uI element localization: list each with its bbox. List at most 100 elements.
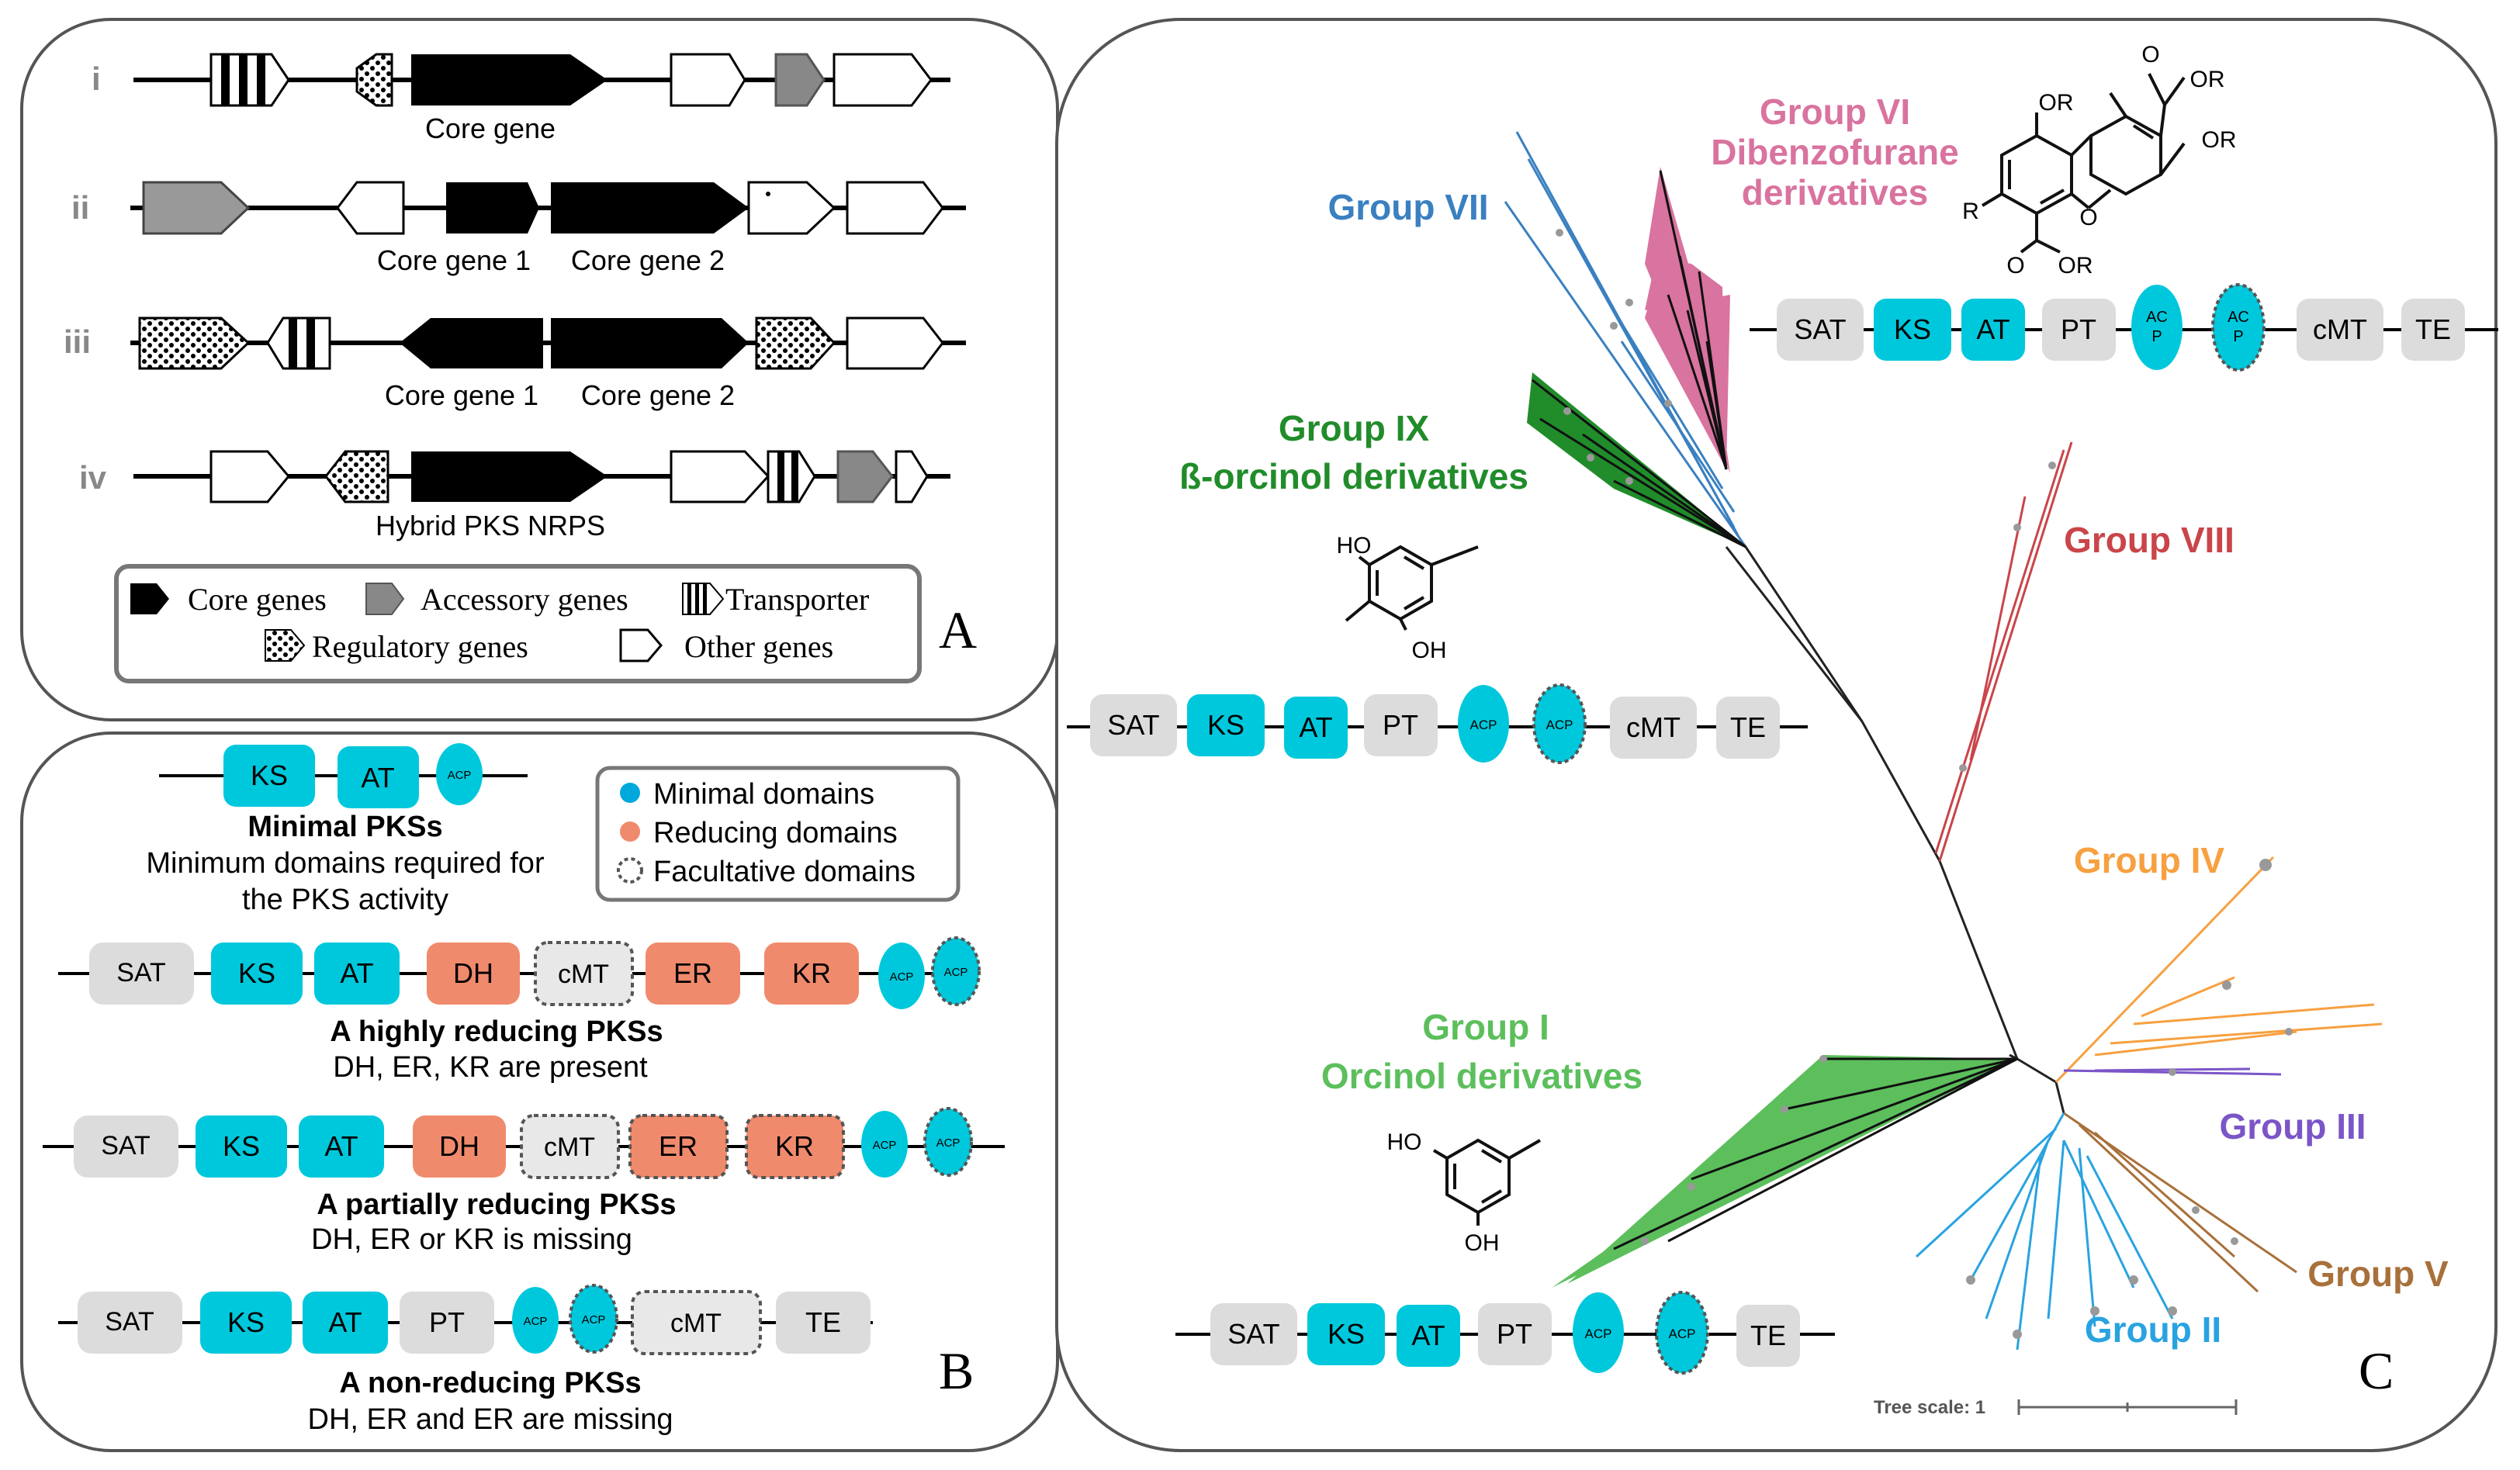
domain-acp: ACP (524, 1315, 548, 1328)
legend-regulatory: Regulatory genes (312, 629, 528, 664)
domain-acp-facultative: ACP (582, 1313, 606, 1326)
domain-cmt: cMT (1626, 711, 1681, 743)
legend-regulatory-swatch (265, 629, 306, 662)
group-viii-label: Group VIII (2064, 520, 2234, 560)
hybrid-label: Hybrid PKS NRPS (376, 510, 605, 541)
clade-group-ii (1915, 1112, 2177, 1351)
clade-group-i (1552, 1055, 2018, 1288)
dibenzofurane-structure (1981, 73, 2186, 254)
group-vii-label: Group VII (1328, 187, 1489, 227)
domain-acp-facultative: ACP (944, 966, 968, 979)
gene-row-iv: iv Hybrid PKS NRPS (79, 450, 950, 541)
domain-acp: ACP (873, 1139, 897, 1152)
nonreducing-desc: DH, ER and ER are missing (308, 1403, 673, 1436)
chem-oh-2: OH (1465, 1230, 1500, 1256)
panel-c-letter: C (2359, 1341, 2394, 1400)
domain-dh: DH (439, 1130, 479, 1162)
domain-ks: KS (1894, 313, 1931, 345)
domain-sat: SAT (1227, 1318, 1279, 1350)
domain-te: TE (805, 1306, 841, 1338)
legend-accessory: Accessory genes (421, 582, 628, 617)
gene-row-ii: ii Core gene 1 Core gene 2 (71, 181, 966, 276)
panel-b: KS AT ACP Minimal PKSs Minimum domains r… (20, 732, 1059, 1452)
partially-reducing-architecture: SAT KS AT DH cMT ER KR ACP ACP (43, 1107, 1005, 1179)
domain-acp-facultative: ACP (1669, 1326, 1696, 1341)
domain-acp-part-1: AC (2146, 309, 2168, 326)
domain-ks: KS (1328, 1318, 1365, 1350)
group-v-label: Group V (2307, 1254, 2449, 1294)
group-iv-label: Group IV (2074, 840, 2225, 880)
architecture-group-ix: SAT KS AT PT ACP ACP cMT TE (1067, 683, 1808, 764)
domain-cmt: cMT (544, 1133, 595, 1162)
domain-pt: PT (1383, 709, 1418, 741)
chem-or-1: OR (2039, 90, 2074, 116)
architecture-group-vi: SAT KS AT PT AC P AC P cMT TE (1750, 283, 2498, 372)
nonreducing-title: A non-reducing PKSs (339, 1367, 641, 1399)
minimal-pks-architecture: KS AT ACP (159, 743, 528, 808)
clade-group-iii (2063, 1067, 2282, 1076)
domain-acp-fac-part-2: P (2233, 328, 2243, 345)
legend-a: Core genes Accessory genes Transporter R… (114, 564, 922, 683)
domain-acp: ACP (1585, 1326, 1612, 1341)
domain-er: ER (673, 957, 712, 989)
domain-dh: DH (453, 957, 493, 989)
core-gene-1-label: Core gene 1 (377, 244, 531, 276)
orcinol-structure (1432, 1138, 1541, 1226)
clade-group-ix (1527, 372, 1746, 548)
legend-other-swatch (619, 628, 663, 662)
domain-acp-facultative: ACP (936, 1136, 961, 1150)
domain-pt: PT (429, 1306, 465, 1338)
core-gene-2-label: Core gene 2 (581, 379, 735, 411)
domain-sat: SAT (105, 1307, 154, 1337)
domain-acp-fac-part-1: AC (2228, 309, 2249, 326)
legend-reducing: Reducing domains (653, 817, 898, 849)
domain-at: AT (328, 1306, 362, 1338)
minimal-title: Minimal PKSs (248, 811, 442, 843)
group-ii-label: Group II (2085, 1309, 2221, 1350)
tree-scale: Tree scale: 1 (1874, 1397, 2238, 1418)
highly-title: A highly reducing PKSs (330, 1015, 663, 1048)
group-vi-label: Group VI (1760, 92, 1910, 132)
core-gene-1-label: Core gene 1 (385, 379, 538, 411)
legend-b: Minimal domains Reducing domains Faculta… (595, 766, 961, 902)
core-gene-label: Core gene (425, 112, 556, 144)
tree-backbone (1725, 546, 2065, 1114)
beta-orcinol-structure (1345, 545, 1479, 631)
highly-reducing-architecture: SAT KS AT DH cMT ER KR ACP ACP (58, 936, 981, 1009)
chem-or-4: OR (2058, 253, 2093, 278)
legend-minimal-dot (620, 783, 640, 803)
domain-sat: SAT (116, 958, 166, 987)
legend-minimal: Minimal domains (653, 778, 874, 811)
domain-kr: KR (775, 1130, 814, 1162)
domain-ks: KS (223, 1130, 260, 1162)
group-i-sub: Orcinol derivatives (1321, 1056, 1642, 1096)
chem-or-3: OR (2202, 127, 2237, 153)
domain-er: ER (659, 1130, 698, 1162)
legend-transporter-swatch (682, 583, 725, 615)
partially-title: A partially reducing PKSs (317, 1188, 676, 1221)
clade-group-viii (1934, 441, 2073, 862)
domain-pt: PT (2061, 313, 2096, 345)
core-gene-2-label: Core gene 2 (571, 244, 725, 276)
minimal-desc-1: Minimum domains required for (146, 847, 545, 880)
legend-accessory-swatch (365, 583, 405, 615)
chem-oh-1: OH (1412, 638, 1447, 663)
domain-ks: KS (1207, 709, 1244, 741)
group-i-label: Group I (1422, 1007, 1549, 1047)
domain-acp: ACP (448, 769, 472, 782)
group-ix-sub: ß-orcinol derivatives (1179, 456, 1528, 496)
row-label-iv: iv (79, 459, 107, 496)
domain-pt: PT (1497, 1318, 1532, 1350)
highly-desc: DH, ER, KR are present (333, 1051, 648, 1084)
clade-group-vii (1504, 131, 1747, 548)
domain-sat: SAT (101, 1131, 151, 1160)
domain-cmt: cMT (558, 960, 609, 989)
domain-acp: ACP (1470, 718, 1497, 732)
group-vi-sub-2: derivatives (1742, 172, 1928, 213)
domain-te: TE (2415, 313, 2451, 345)
panel-c: Group VI Dibenzofurane derivatives Group… (1055, 18, 2498, 1452)
domain-cmt: cMT (670, 1309, 722, 1338)
row-label-i: i (92, 61, 101, 97)
legend-transporter: Transporter (725, 582, 869, 617)
domain-at: AT (361, 762, 394, 794)
